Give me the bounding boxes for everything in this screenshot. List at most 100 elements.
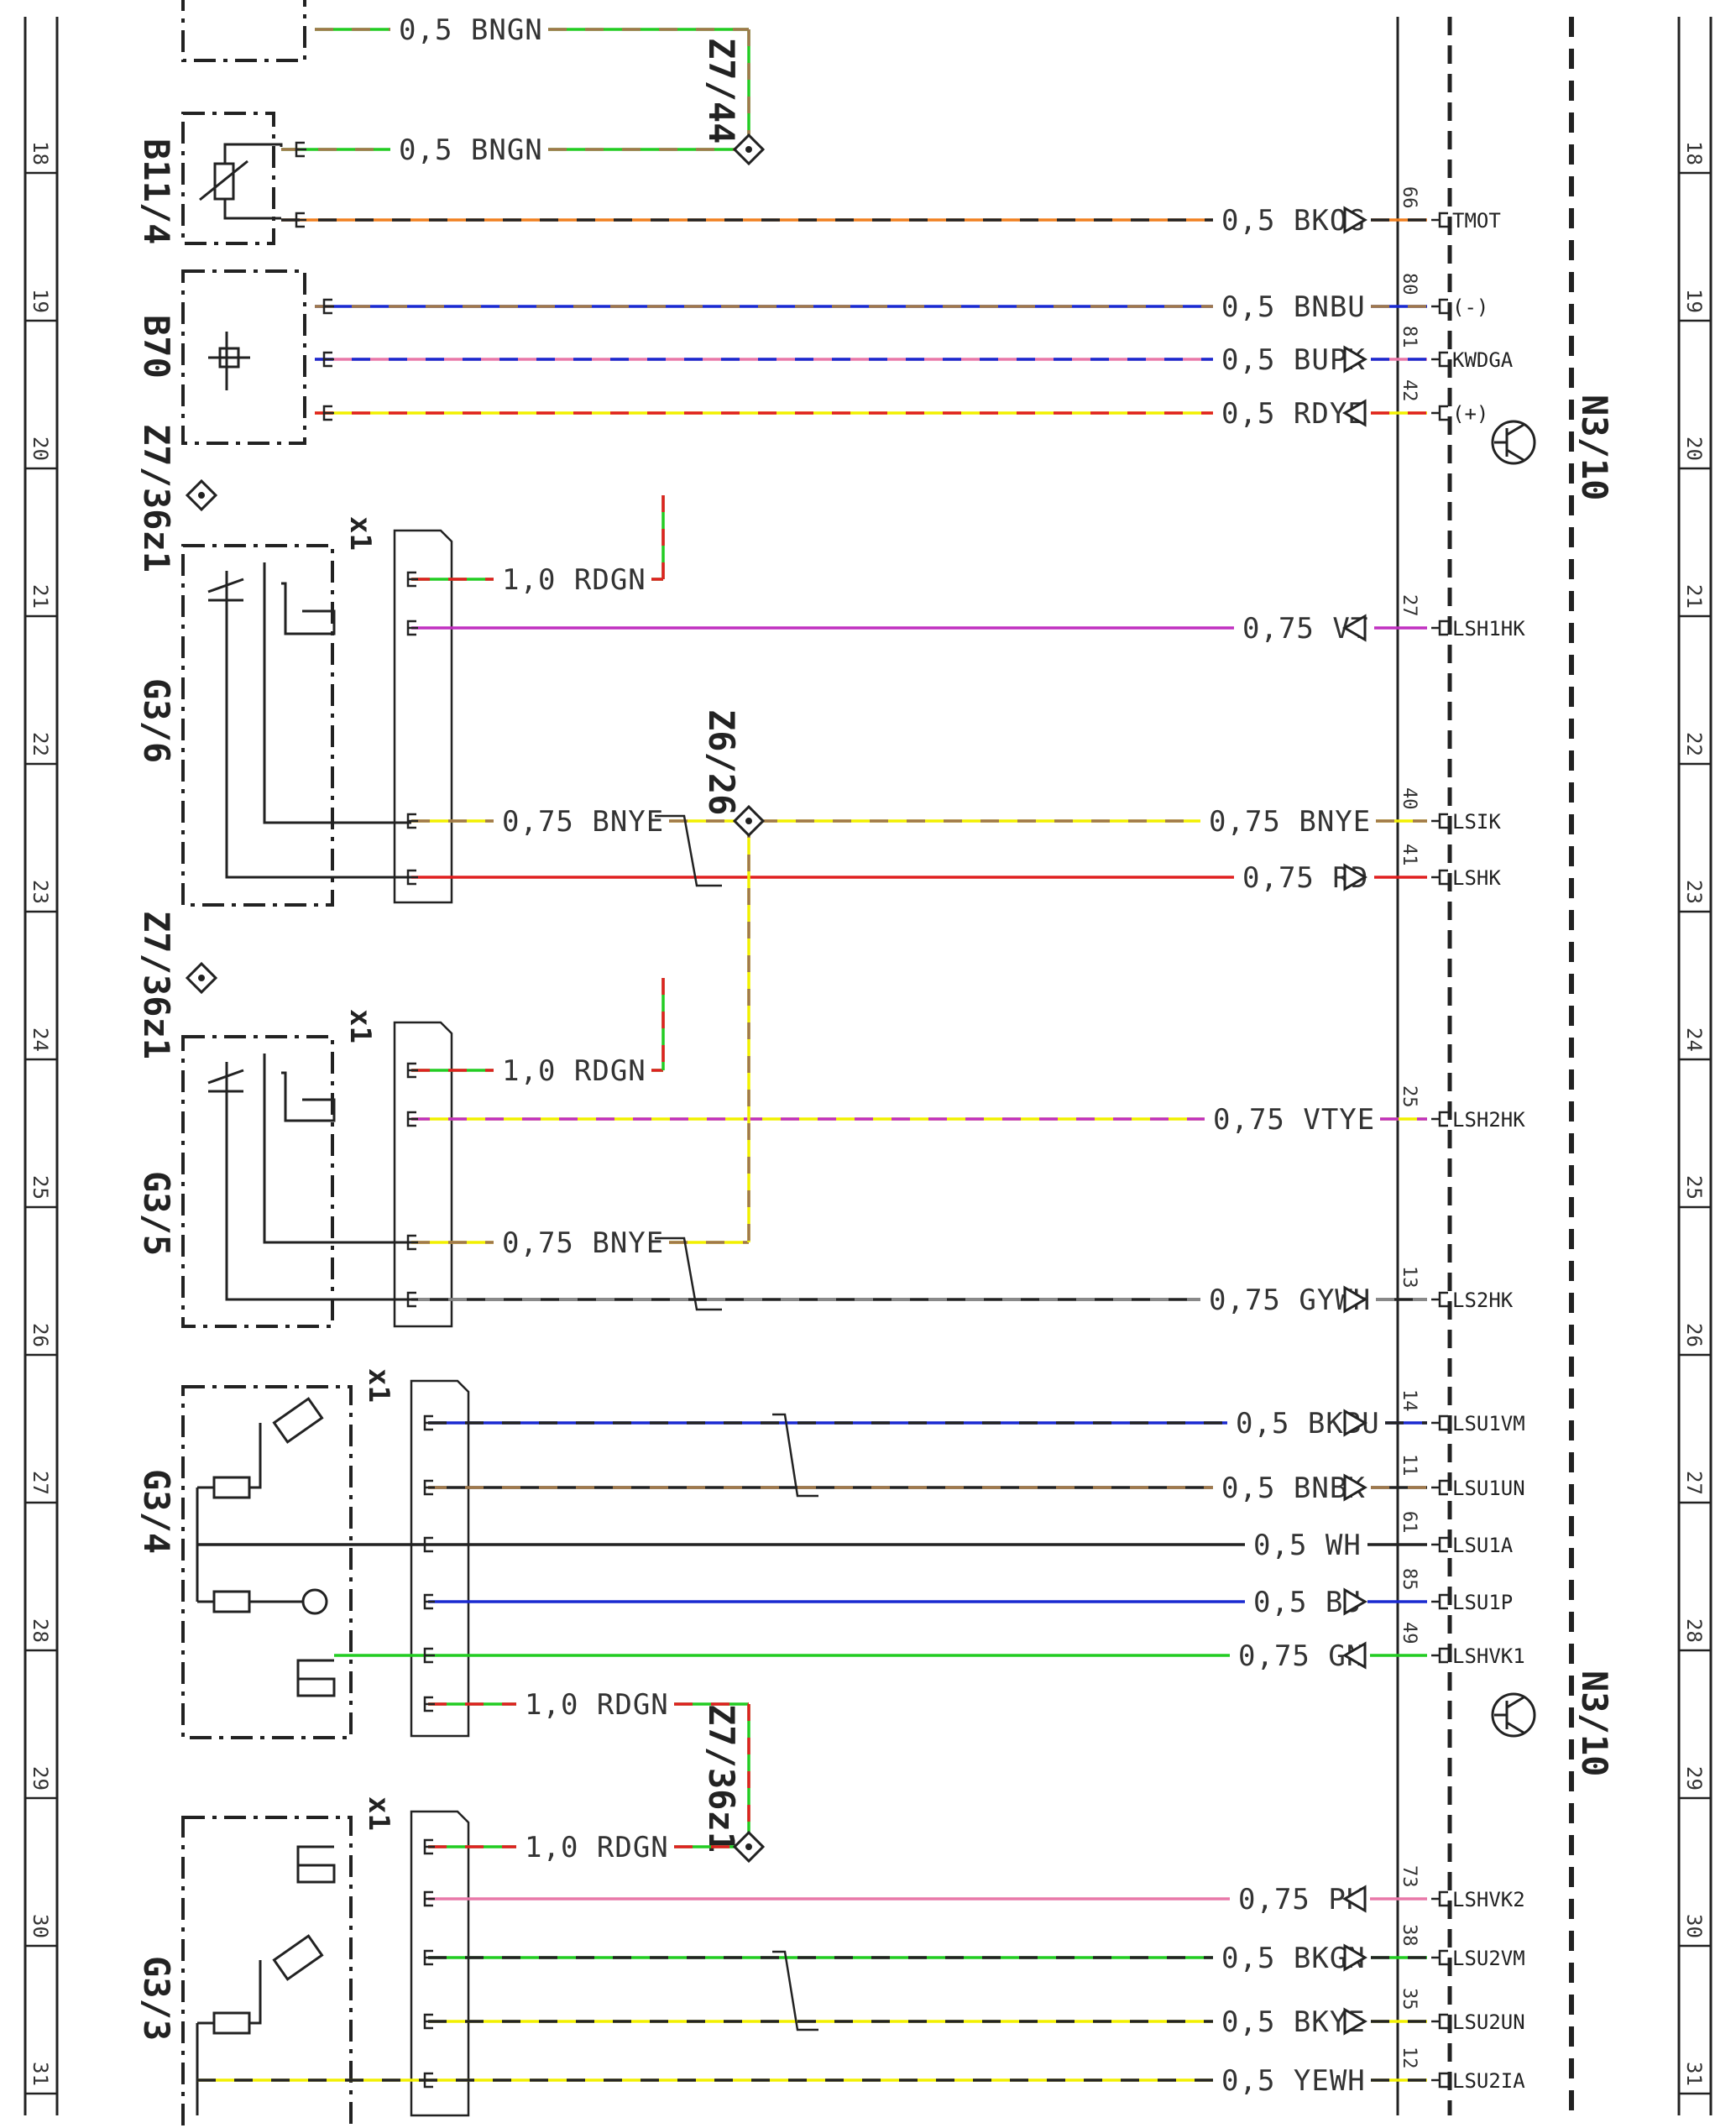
twisted-pair-markers <box>655 814 818 2031</box>
ecu-pin-icon <box>1431 1593 1448 1610</box>
wire-label: 0,5 BNGN <box>399 13 543 47</box>
ecu-pin-number: 49 <box>1399 1622 1420 1644</box>
connector-pin-icon <box>406 869 418 886</box>
ecu-pin-number: 35 <box>1399 1988 1420 2010</box>
row-number-left: 29 <box>29 1766 52 1791</box>
wire-2: 0,5 BNGN <box>281 133 739 167</box>
ecu-label-lower: N3/10 <box>1574 1671 1615 1776</box>
signal-direction-arrow-icon <box>1343 345 1367 374</box>
wire-label: 0,5 BNGN <box>399 133 543 167</box>
ecu-pin-icon <box>1431 1291 1448 1308</box>
component-label-g3-3: G3/3 <box>136 1956 177 2041</box>
row-number-left: 25 <box>29 1175 52 1200</box>
component-label-z7-36z1-a: Z7/36z1 <box>136 424 177 573</box>
connector-pin-icon <box>295 141 306 158</box>
row-number-left: 28 <box>29 1618 52 1643</box>
signal-direction-arrow-icon <box>1343 863 1367 891</box>
connector-pin-icon <box>423 1647 435 1664</box>
signal-direction-arrow-icon <box>1342 1885 1367 1913</box>
ecu-pin-number: 13 <box>1399 1266 1420 1289</box>
wire-label: 1,0 RDGN <box>502 1054 646 1088</box>
connector-pin-icon <box>322 298 334 315</box>
wire-label: 0,5 BNBU <box>1221 290 1366 324</box>
ecu-pin-icon <box>1431 620 1448 636</box>
connector-pin-icon <box>423 1479 435 1496</box>
component-label-g3-5: G3/5 <box>136 1171 177 1256</box>
row-number-right: 22 <box>1682 732 1706 756</box>
row-number-left: 23 <box>29 880 52 904</box>
signal-direction-arrow-icon <box>1343 1587 1367 1616</box>
ecu-signal-name: LSHVK2 <box>1452 1888 1525 1911</box>
wire-label: 0,5 BU <box>1253 1586 1362 1619</box>
ecu-signal-name: LSU1VM <box>1452 1412 1525 1435</box>
component-label-b11-4: B11/4 <box>136 139 177 244</box>
connector-pin-icon <box>423 1838 435 1855</box>
signal-direction-arrow-icon <box>1343 1943 1367 1972</box>
row-number-right: 21 <box>1682 584 1706 609</box>
ecu-signal-name: LSU2UN <box>1452 2010 1525 2034</box>
component-label-g3-4: G3/4 <box>136 1469 177 1554</box>
ecu-pin-number: 40 <box>1399 787 1420 810</box>
connector-block-g3-5 <box>393 1021 453 1328</box>
splice-connectors <box>661 29 750 1847</box>
row-number-right: 30 <box>1682 1914 1706 1938</box>
ecu-pin-number: 80 <box>1399 273 1420 295</box>
row-number-left: 20 <box>29 437 52 461</box>
wire-7: 1,0 RDGN <box>406 563 663 597</box>
ecu-pin-icon <box>1431 1111 1448 1127</box>
component-box-top <box>181 0 306 62</box>
wire-label: 1,0 RDGN <box>502 563 646 597</box>
row-number-left: 18 <box>29 141 52 165</box>
component-box-g3-4 <box>181 1385 353 1739</box>
component-box-b70 <box>181 269 306 445</box>
ecu-signal-name: LSU1P <box>1452 1591 1513 1614</box>
connector-pin-icon <box>322 351 334 368</box>
ecu-pin-icon <box>1431 1949 1448 1966</box>
row-number-right: 18 <box>1682 141 1706 165</box>
row-number-right: 27 <box>1682 1471 1706 1495</box>
row-number-right: 24 <box>1682 1027 1706 1052</box>
connector-pin-icon <box>322 405 334 421</box>
ecu-pin-icon <box>1431 1647 1448 1664</box>
row-number-right: 25 <box>1682 1175 1706 1200</box>
signal-direction-arrow-icon <box>1342 1641 1367 1670</box>
signal-direction-arrow-icon <box>1343 1285 1367 1314</box>
ecu-signal-name: LSU2IA <box>1452 2069 1525 2093</box>
internal-symbols <box>196 143 411 2115</box>
connector-label-x1-g3-3: x1 <box>362 1796 395 1831</box>
ecu-pin-icon <box>1431 1414 1448 1431</box>
ecu-pin-number: 66 <box>1399 186 1420 209</box>
ecu-signal-name: LSH1HK <box>1452 617 1525 640</box>
ecu-pin-number: 73 <box>1399 1865 1420 1888</box>
wire-label: 1,0 RDGN <box>525 1688 669 1722</box>
signal-direction-arrow-icon <box>1343 206 1367 234</box>
connector-pin-icon <box>423 1890 435 1907</box>
row-number-right: 28 <box>1682 1618 1706 1643</box>
row-number-right: 19 <box>1682 289 1706 313</box>
ecu-pin-number: 14 <box>1399 1389 1420 1412</box>
splice-label-z7-36z1-c: Z7/36z1 <box>701 1704 742 1853</box>
ecu-pin-number: 12 <box>1399 2047 1420 2069</box>
row-number-right: 26 <box>1682 1323 1706 1347</box>
connector-pin-icon <box>423 1414 435 1431</box>
connector-pin-icon <box>406 1062 418 1079</box>
ecu-transistor-symbol-upper <box>1491 420 1536 465</box>
row-number-left: 27 <box>29 1471 52 1495</box>
ecu-transistor-symbol-lower <box>1491 1692 1536 1738</box>
